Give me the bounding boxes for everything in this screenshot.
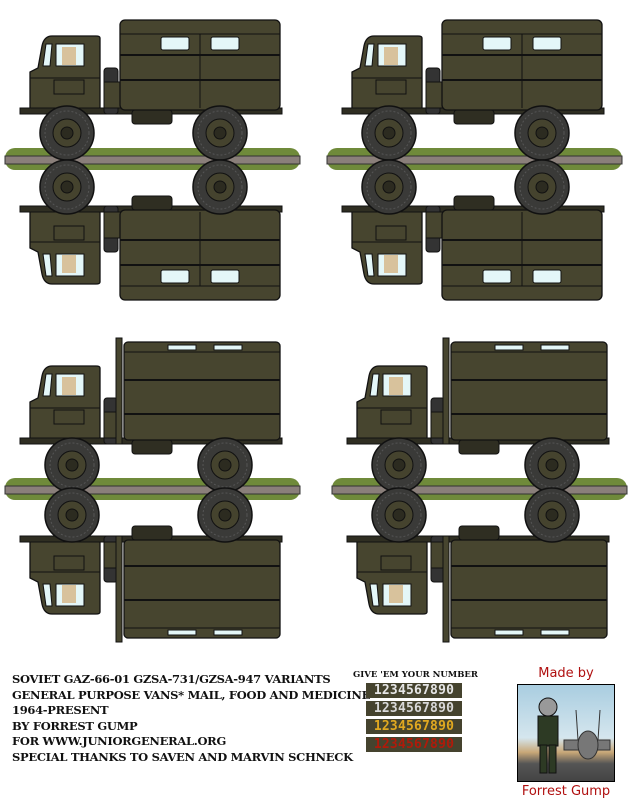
author-portrait: [517, 684, 615, 782]
made-by-label: Made by: [538, 666, 594, 681]
credit-line: BY FORREST GUMP: [12, 718, 138, 733]
number-row-yellow: 1234567890: [366, 719, 462, 734]
credit-line: SPECIAL THANKS TO SAVEN AND MARVIN SCHNE…: [12, 749, 353, 764]
credits-text: SOVIET GAZ-66-01 GZSA-731/GZSA-947 VARIA…: [12, 672, 370, 765]
number-row-grey: 1234567890: [366, 701, 462, 716]
truck-sheet: [4, 0, 628, 660]
number-row-white: 1234567890: [366, 683, 462, 698]
credit-line: SOVIET GAZ-66-01 GZSA-731/GZSA-947 VARIA…: [12, 672, 331, 686]
truck-van-3: [4, 338, 301, 642]
credit-line: GENERAL PURPOSE VANS* MAIL, FOOD AND MED…: [12, 687, 371, 702]
number-row-red: 1234567890: [366, 737, 462, 752]
pilot-and-jet-image: [537, 697, 611, 774]
number-decals: GIVE 'EM YOUR NUMBER 1234567890 12345678…: [353, 670, 478, 752]
truck-van-2: [326, 20, 623, 300]
credit-line: FOR WWW.JUNIORGENERAL.ORG: [12, 734, 226, 748]
numbers-title: GIVE 'EM YOUR NUMBER: [353, 670, 478, 680]
author-badge: Made by Forrest Gump: [516, 666, 616, 799]
author-name: Forrest Gump: [521, 784, 611, 799]
truck-van-4: [331, 338, 628, 642]
credit-line: 1964-PRESENT: [12, 703, 109, 717]
truck-van-1: [4, 20, 301, 300]
